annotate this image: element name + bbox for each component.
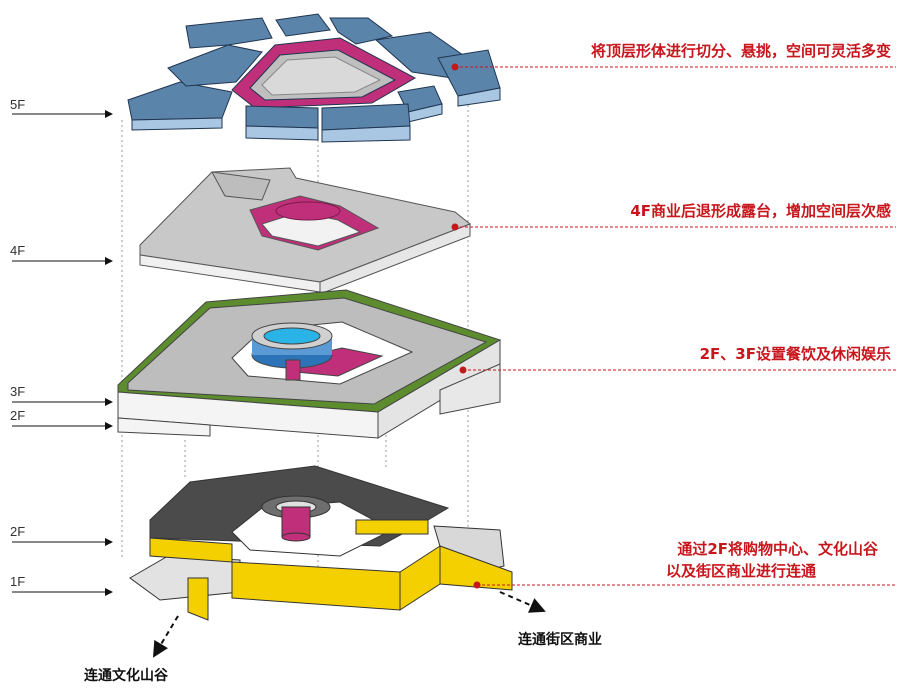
annotation-dot-fourth xyxy=(451,223,459,231)
floor-5-model xyxy=(127,13,501,143)
floor-label-4f: 4F xyxy=(10,243,25,258)
annotation-dot-ground xyxy=(473,581,481,589)
connection-arrows: 连通文化山谷 连通街区商业 xyxy=(84,591,602,684)
floor-labels: 5F 4F 3F 2F 2F 1F xyxy=(10,97,113,596)
floor-label-2f-upper: 2F xyxy=(10,408,25,423)
floor-label-3f: 3F xyxy=(10,384,25,399)
annotation-third: 2F、3F设置餐饮及休闲娱乐 xyxy=(700,345,891,363)
annotation-dot-top xyxy=(451,63,459,71)
connection-valley: 连通文化山谷 xyxy=(84,667,169,684)
floor-label-2f-lower: 2F xyxy=(10,524,25,539)
annotation-ground-line2: 以及街区商业进行连通 xyxy=(666,562,816,580)
annotation-ground-line1: 通过2F将购物中心、文化山谷 xyxy=(677,540,879,558)
floor-3-model xyxy=(117,289,502,439)
annotation-top: 将顶层形体进行切分、悬挑，空间可灵活多变 xyxy=(591,42,891,60)
floor-label-1f: 1F xyxy=(10,574,25,589)
floor-2-1-model xyxy=(129,465,513,621)
floor-4-model xyxy=(139,167,471,295)
floor-label-5f: 5F xyxy=(10,97,25,112)
annotation-fourth: 4F商业后退形成露台，增加空间层次感 xyxy=(630,202,891,220)
connection-street: 连通街区商业 xyxy=(518,631,602,648)
annotations: 将顶层形体进行切分、悬挑，空间可灵活多变 4F商业后退形成露台，增加空间层次感 … xyxy=(451,42,896,589)
annotation-dot-third xyxy=(459,366,467,374)
